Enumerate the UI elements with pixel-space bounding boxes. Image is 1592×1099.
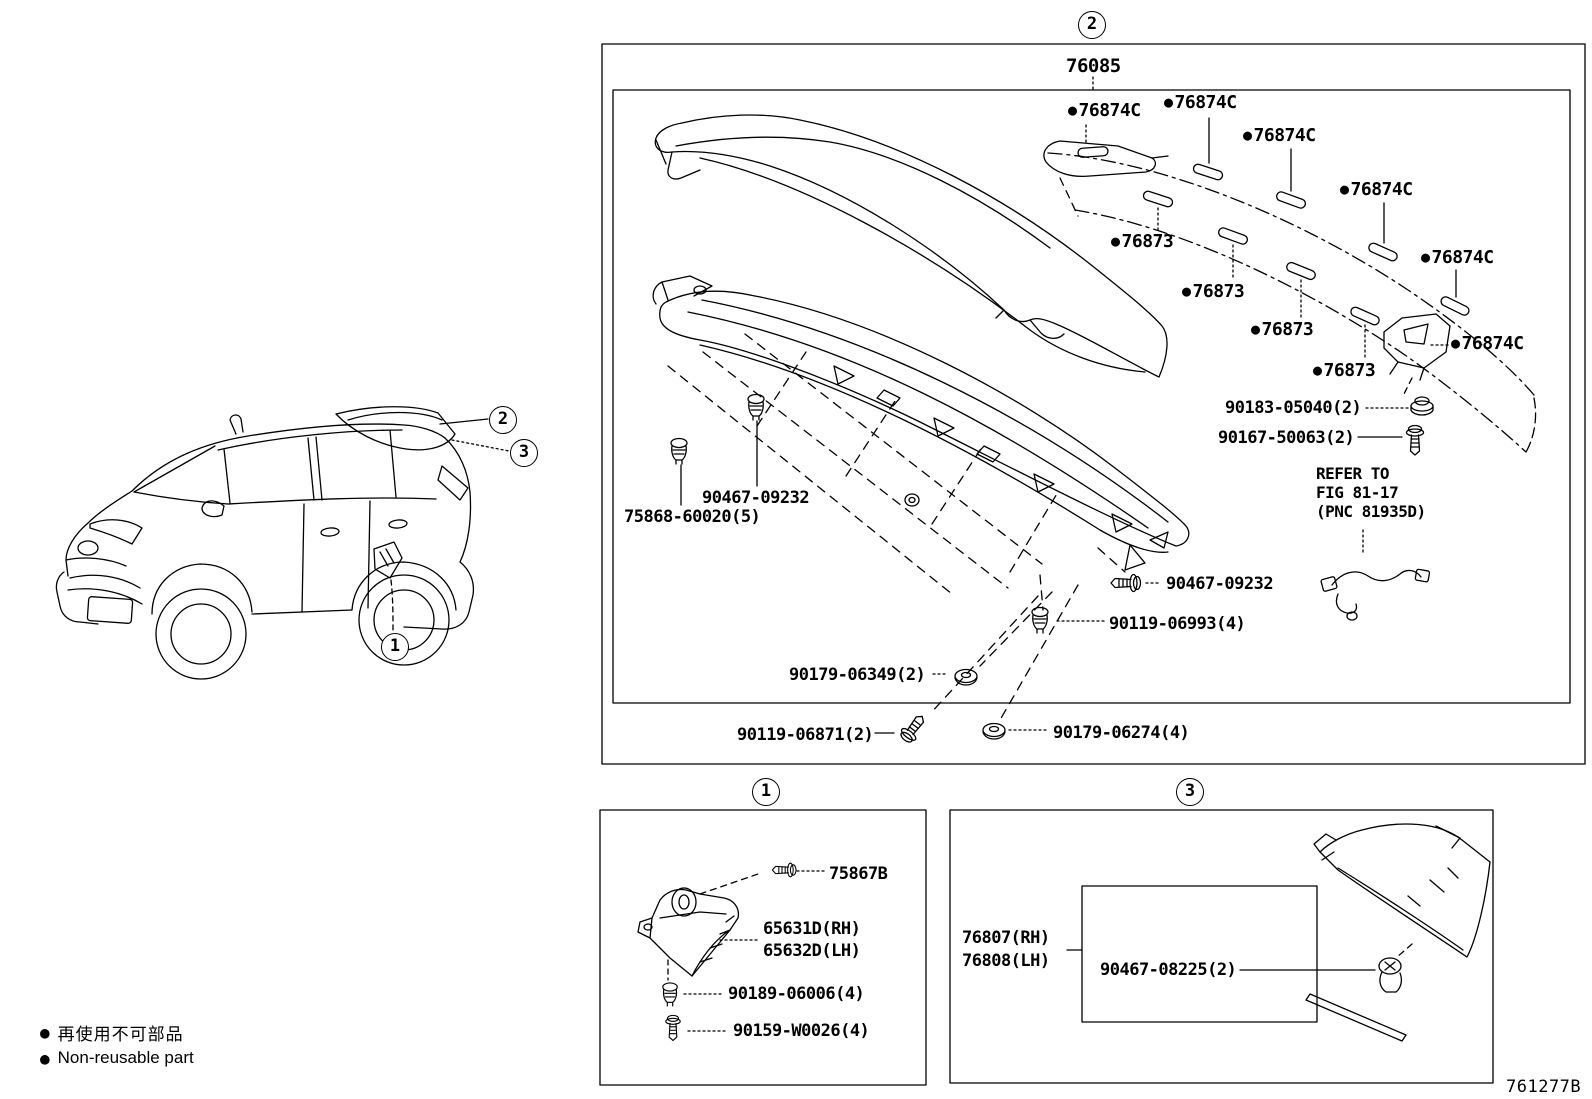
camera-harness-drawing — [1320, 529, 1431, 621]
clip-90189-06006-icon — [662, 982, 678, 1007]
screw-90167-50063-icon — [1405, 424, 1425, 456]
screw-90119-06871-icon — [897, 710, 930, 746]
part-label-90119-06871[interactable]: 90119-06871(2) — [737, 725, 874, 745]
spoiler-retainer-drawing — [652, 275, 1190, 571]
figure1-box — [599, 809, 927, 1086]
car-callout-2[interactable]: 2 — [489, 406, 517, 434]
nut-90183-05040-icon — [1410, 396, 1434, 416]
figure2-outer-box — [601, 43, 1586, 765]
clip-label-76873-2[interactable]: ●76873 — [1182, 281, 1245, 302]
clip-label-76874C-4[interactable]: ●76874C — [1340, 180, 1413, 199]
figure3-inner-box — [1081, 885, 1318, 1023]
non-reusable-dot: ● — [1243, 126, 1252, 144]
non-reusable-dot: ● — [1421, 248, 1430, 266]
pin-75867B-icon — [771, 862, 797, 878]
part-label-90467-09232-left[interactable]: 90467-09232 — [702, 488, 810, 508]
part-label-90183-05040[interactable]: 90183-05040(2) — [1225, 398, 1362, 418]
part-label-65632D[interactable]: 65632D(LH) — [763, 941, 861, 961]
part-label-76808[interactable]: 76808(LH) — [962, 951, 1050, 971]
non-reusable-dot: ● — [1451, 334, 1460, 352]
screw-90159-W0026-icon — [665, 1014, 681, 1042]
figure2-callout[interactable]: 2 — [1078, 11, 1106, 39]
vehicle-drawing — [55, 406, 510, 680]
part-label-75868-60020[interactable]: 75868-60020(5) — [624, 507, 761, 527]
part-label: 76874C — [1174, 92, 1238, 113]
clip-label-76873-1[interactable]: ●76873 — [1111, 231, 1174, 252]
reference-note: REFER TO FIG 81-17 (PNC 81935D) — [1316, 464, 1426, 521]
clip-label-76874C-1[interactable]: ●76874C — [1068, 101, 1141, 120]
part-label-90167-50063[interactable]: 90167-50063(2) — [1218, 428, 1355, 448]
non-reusable-dot: ● — [1182, 282, 1191, 300]
figure1-callout[interactable]: 1 — [752, 778, 780, 806]
part-label-90467-08225[interactable]: 90467-08225(2) — [1100, 960, 1237, 980]
part-label: 76874C — [1431, 247, 1495, 268]
clip-label-76874C-2[interactable]: ●76874C — [1164, 93, 1237, 112]
grommet-90179-06274-icon — [982, 722, 1006, 740]
part-label-76807[interactable]: 76807(RH) — [962, 928, 1050, 948]
clip-label-76874C-6[interactable]: ●76874C — [1451, 334, 1524, 353]
legend-non-reusable-jp: ● 再使用不可部品 — [40, 1020, 184, 1045]
legend-text-jp: 再使用不可部品 — [57, 1025, 184, 1045]
reference-note-line1: REFER TO — [1316, 464, 1390, 483]
part-label: 76874C — [1078, 100, 1142, 121]
part-label-75867B[interactable]: 75867B — [829, 864, 888, 884]
figure3-part-drawing — [1066, 823, 1491, 1042]
non-reusable-dot: ● — [1164, 93, 1173, 111]
clip-label-76873-4[interactable]: ●76873 — [1313, 360, 1376, 381]
non-reusable-dot: ● — [40, 1023, 50, 1042]
figure3-box — [949, 809, 1494, 1084]
car-callout-1[interactable]: 1 — [381, 633, 409, 661]
clip-75868-60020-icon — [670, 437, 688, 465]
panel-end-bracket-right — [1383, 313, 1451, 395]
hidden-panel-dashed-lines — [667, 333, 1126, 721]
non-reusable-dot: ● — [1313, 361, 1322, 379]
part-label-65631D[interactable]: 65631D(RH) — [763, 919, 861, 939]
clip-label-76874C-3[interactable]: ●76874C — [1243, 126, 1316, 145]
legend-non-reusable-en: ● Non-reusable part — [40, 1048, 194, 1068]
non-reusable-dot: ● — [1251, 320, 1260, 338]
part-label: 76874C — [1461, 333, 1525, 354]
part-label: 76873 — [1323, 360, 1376, 381]
part-label: 76873 — [1121, 231, 1174, 252]
part-label-90179-06274[interactable]: 90179-06274(4) — [1053, 723, 1190, 743]
part-label: 76873 — [1261, 319, 1314, 340]
fastener-icons-main — [670, 393, 1434, 746]
spoiler-top-panel-drawing — [654, 114, 1168, 378]
part-label: 76873 — [1192, 281, 1245, 302]
clip-label-leaders — [1085, 117, 1457, 360]
grommet-90179-06349-icon — [954, 668, 978, 686]
part-label-90189-06006[interactable]: 90189-06006(4) — [728, 984, 865, 1004]
part-label-90159-W0026[interactable]: 90159-W0026(4) — [733, 1021, 870, 1041]
car-callout-3[interactable]: 3 — [510, 439, 538, 467]
part-label-76085[interactable]: 76085 — [1066, 55, 1121, 77]
non-reusable-dot: ● — [1068, 101, 1077, 119]
part-label-90119-06993[interactable]: 90119-06993(4) — [1109, 614, 1246, 634]
non-reusable-dot: ● — [1340, 180, 1349, 198]
diagram-doc-number: 761277B — [1506, 1077, 1582, 1097]
non-reusable-dot: ● — [40, 1048, 50, 1068]
clip-90119-06993-icon — [1031, 606, 1049, 634]
figure1-part-drawing — [637, 862, 825, 1042]
clip-strips — [1141, 162, 1472, 327]
part-label-90179-06349[interactable]: 90179-06349(2) — [789, 665, 926, 685]
part-label-90467-09232-right[interactable]: 90467-09232 — [1166, 574, 1274, 594]
figure3-callout[interactable]: 3 — [1176, 778, 1204, 806]
non-reusable-dot: ● — [1111, 232, 1120, 250]
part-label: 76874C — [1253, 125, 1317, 146]
reference-note-line3: (PNC 81935D) — [1316, 502, 1426, 521]
panel-end-bracket-left — [1043, 140, 1169, 178]
clip-label-76873-3[interactable]: ●76873 — [1251, 319, 1314, 340]
part-label: 76874C — [1350, 179, 1414, 200]
legend-text-en: Non-reusable part — [57, 1048, 194, 1067]
clip-label-76874C-5[interactable]: ●76874C — [1421, 248, 1494, 267]
clip-90467-09232-icon — [747, 393, 765, 421]
screw-90467-09232-icon — [1110, 573, 1142, 593]
rear-panel-dashed-outline — [1047, 152, 1537, 453]
reference-note-line2: FIG 81-17 — [1316, 483, 1399, 502]
